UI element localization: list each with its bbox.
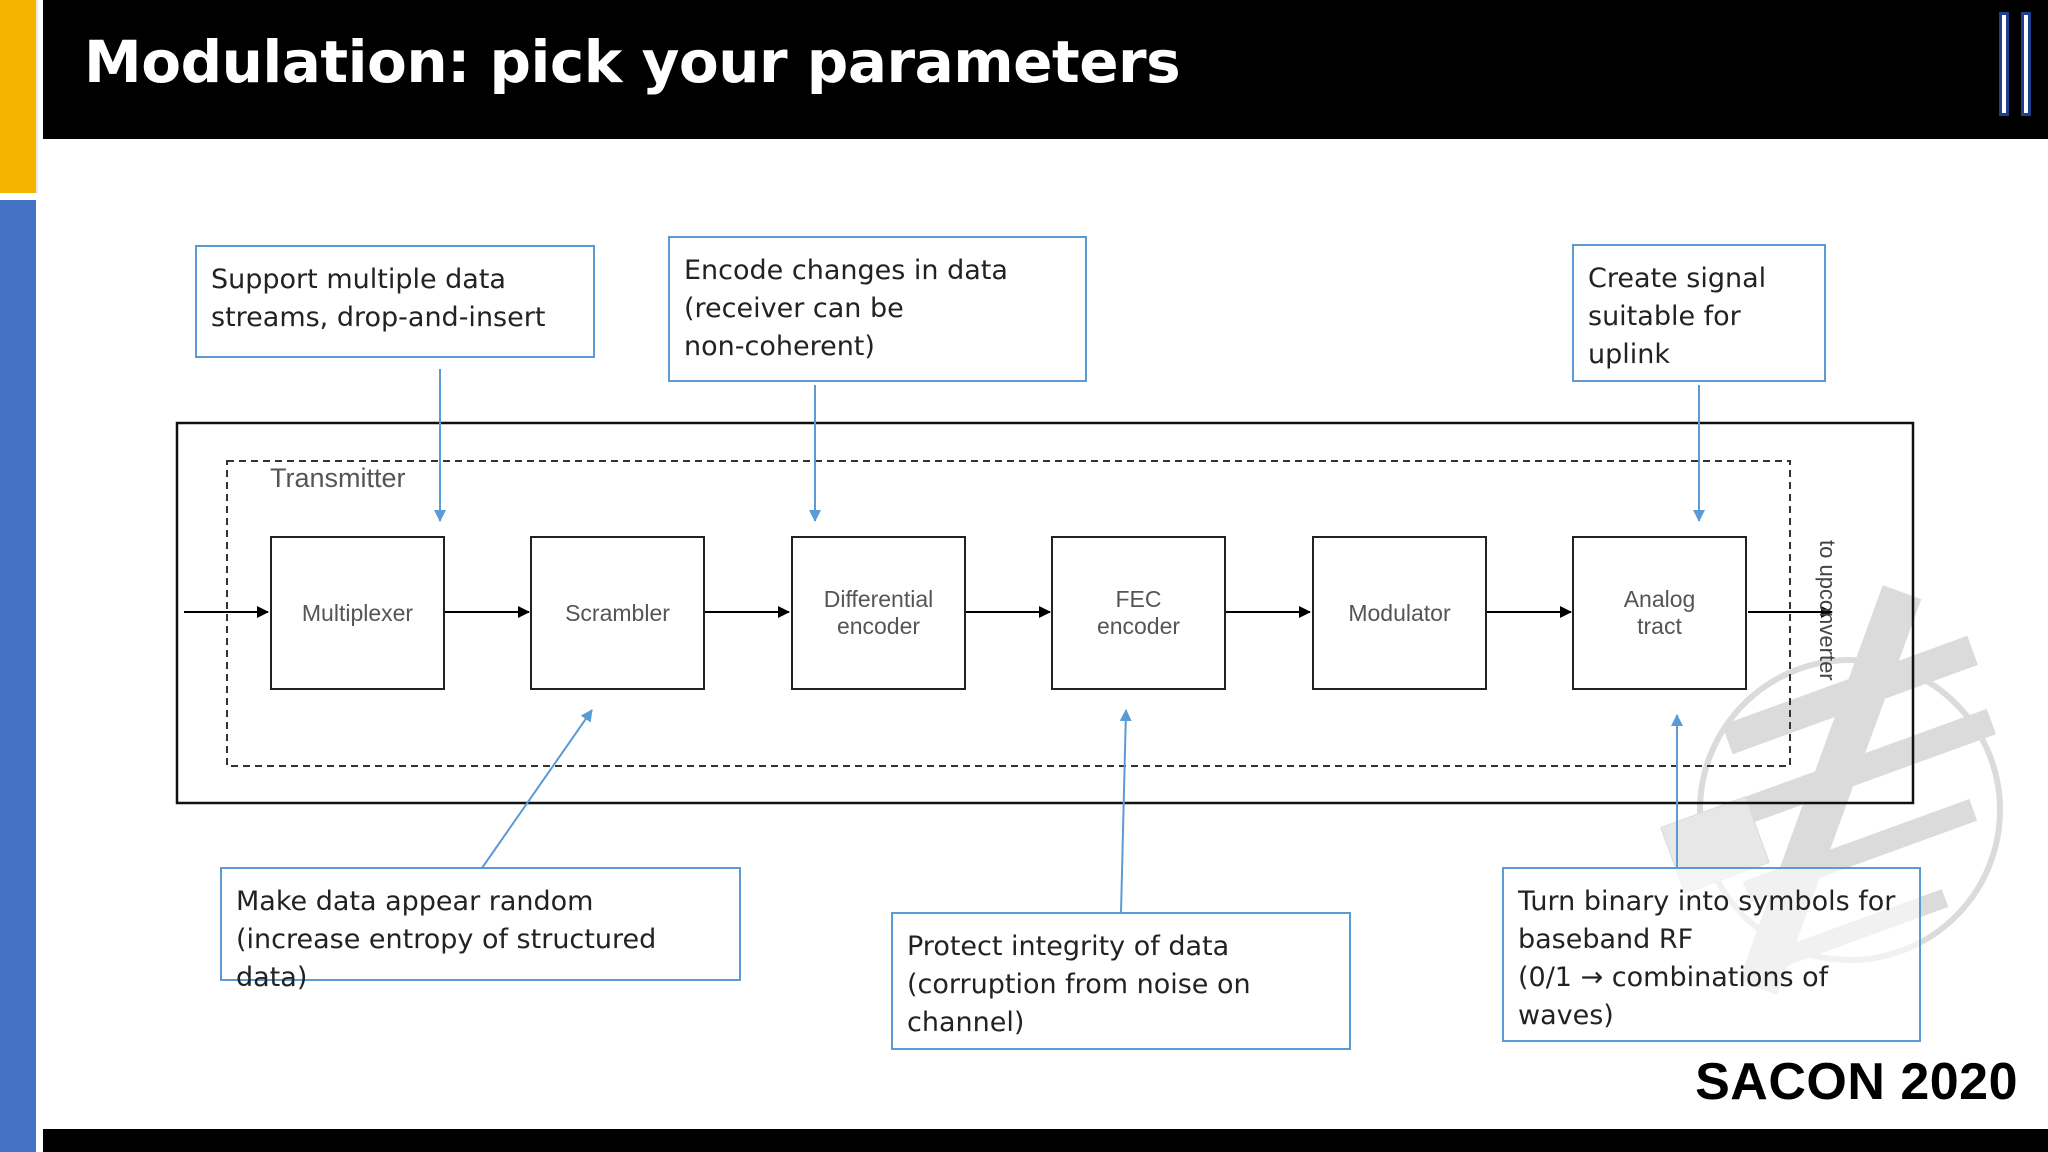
- callout-fec-encoder: Protect integrity of data (corruption fr…: [891, 912, 1351, 1050]
- block-multiplexer: Multiplexer: [270, 536, 445, 690]
- block-scrambler: Scrambler: [530, 536, 705, 690]
- footer-bar: [43, 1129, 2048, 1152]
- transmitter-boundary: [226, 460, 1791, 767]
- callout-differential-encoder: Encode changes in data (receiver can be …: [668, 236, 1087, 382]
- left-accent-yellow: [0, 0, 38, 193]
- upconverter-label: to upconverter: [1815, 540, 1840, 681]
- left-accent-gap: [0, 193, 36, 200]
- block-analog-tract: Analog tract: [1572, 536, 1747, 690]
- callout-modulator: Turn binary into symbols for baseband RF…: [1502, 867, 1921, 1042]
- block-modulator: Modulator: [1312, 536, 1487, 690]
- sacon-badge: SACON 2020: [1695, 1053, 2018, 1111]
- title-bar: [43, 0, 2048, 139]
- block-fec-encoder: FEC encoder: [1051, 536, 1226, 690]
- left-accent-blue: [0, 200, 36, 1152]
- transmitter-label: Transmitter: [270, 463, 406, 493]
- logo-bars-icon: [1999, 12, 2039, 116]
- callout-scrambler: Make data appear random (increase entrop…: [220, 867, 741, 993]
- block-differential-encoder: Differential encoder: [791, 536, 966, 690]
- slide-title: Modulation: pick your parameters: [84, 28, 1181, 96]
- outer-frame: [175, 421, 1915, 805]
- pointer-scrambler: [481, 709, 593, 869]
- callout-multiplexer: Support multiple data streams, drop-and-…: [195, 245, 595, 358]
- callout-analog-tract: Create signal suitable for uplink: [1572, 244, 1826, 382]
- pointer-fec: [1119, 709, 1132, 914]
